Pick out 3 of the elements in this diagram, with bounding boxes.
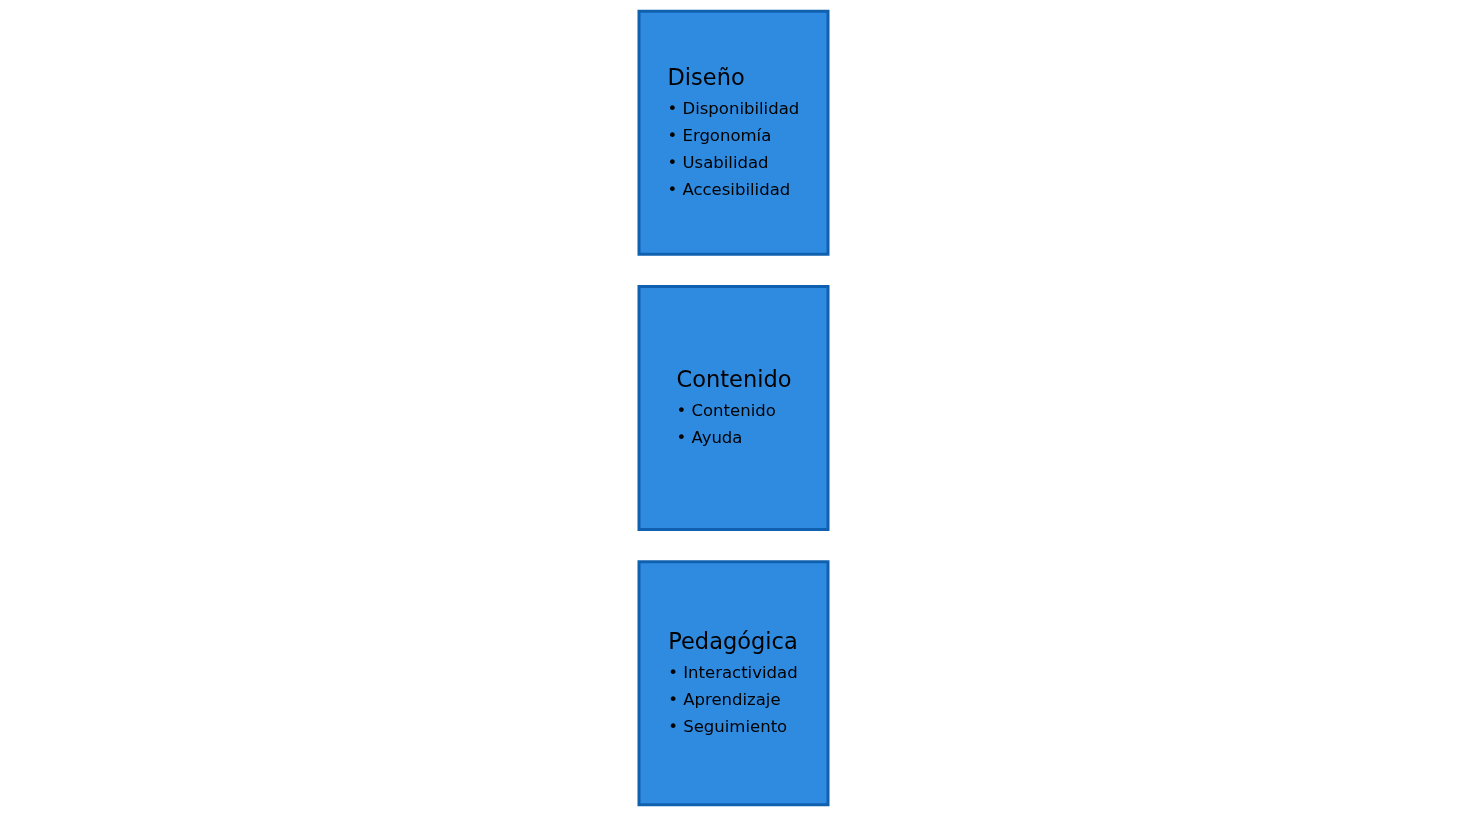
node-box: Contenido • Contenido • Ayuda (637, 285, 829, 531)
node-box: Diseño • Disponibilidad • Ergonomía • Usabilidad • Accesibilidad (637, 9, 829, 256)
node-box: Pedagógica • Interactividad • Aprendizaje • Seguimiento (637, 560, 829, 807)
